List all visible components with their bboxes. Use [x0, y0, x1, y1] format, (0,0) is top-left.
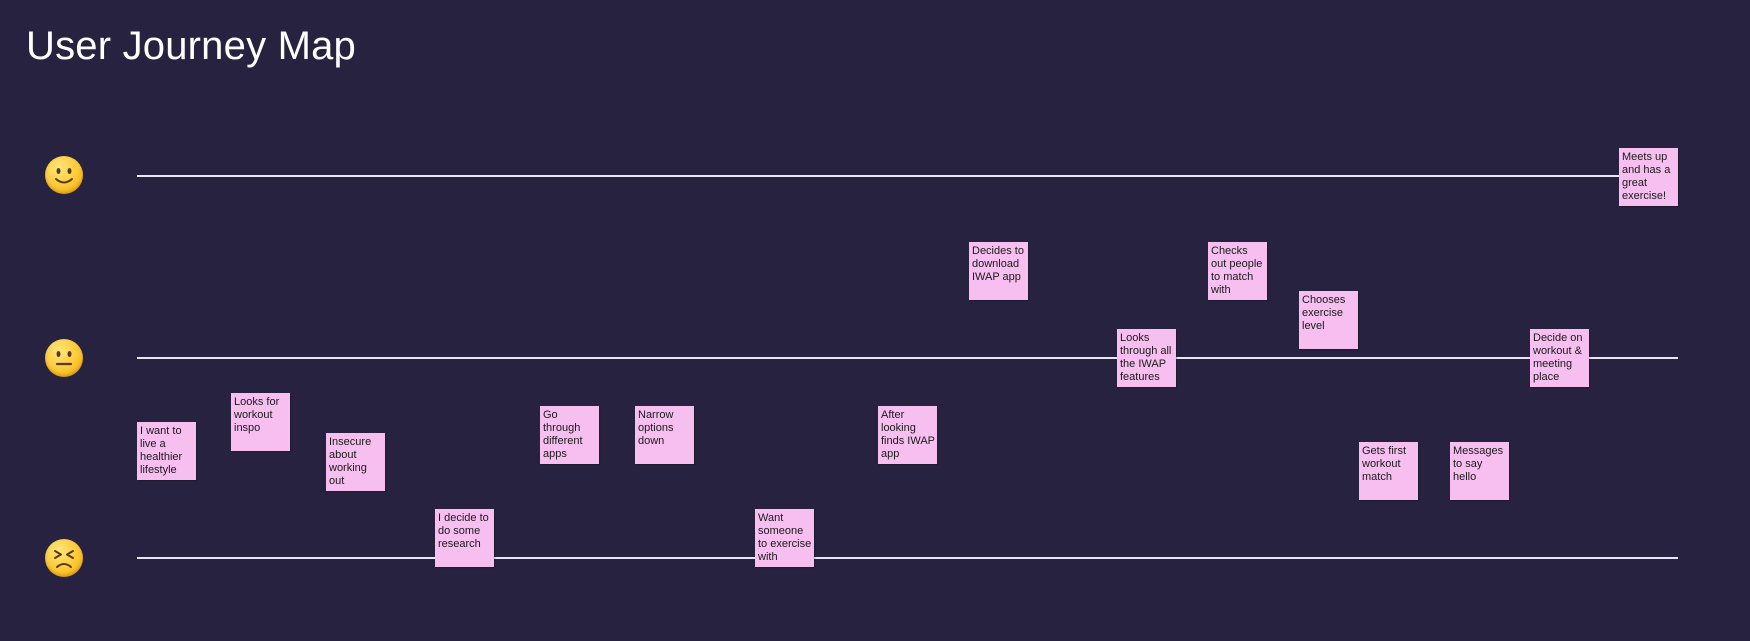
sad-lane-line	[137, 557, 1678, 559]
sticky-note[interactable]: Looks through all the IWAP features	[1117, 329, 1176, 387]
sticky-note[interactable]: Checks out people to match with	[1208, 242, 1267, 300]
sticky-note[interactable]: After looking finds IWAP app	[878, 406, 937, 464]
sticky-note[interactable]: Chooses exercise level	[1299, 291, 1358, 349]
sticky-note[interactable]: Want someone to exercise with	[755, 509, 814, 567]
sticky-note[interactable]: Messages to say hello	[1450, 442, 1509, 500]
neutral-face-icon	[45, 339, 83, 377]
sticky-note[interactable]: Meets up and has a great exercise!	[1619, 148, 1678, 206]
sticky-note[interactable]: Insecure about working out	[326, 433, 385, 491]
sticky-note[interactable]: I want to live a healthier lifestyle	[137, 422, 196, 480]
sticky-note[interactable]: Go through different apps	[540, 406, 599, 464]
sad-face-icon	[45, 539, 83, 577]
page-title: User Journey Map	[26, 24, 356, 68]
sticky-note[interactable]: Narrow options down	[635, 406, 694, 464]
sticky-note[interactable]: Decide on workout & meeting place	[1530, 329, 1589, 387]
neutral-lane-line	[137, 357, 1678, 359]
happy-face-icon	[45, 156, 83, 194]
happy-lane-line	[137, 175, 1678, 177]
sticky-note[interactable]: Looks for workout inspo	[231, 393, 290, 451]
sticky-note[interactable]: Gets first workout match	[1359, 442, 1418, 500]
sticky-note[interactable]: Decides to download IWAP app	[969, 242, 1028, 300]
sticky-note[interactable]: I decide to do some research	[435, 509, 494, 567]
